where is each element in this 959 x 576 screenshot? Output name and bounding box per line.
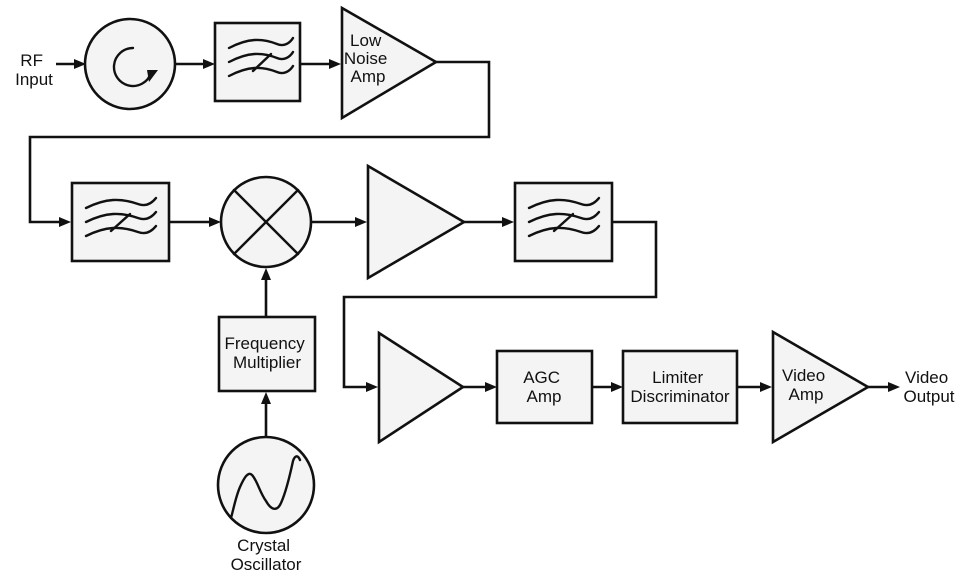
if-amplifier: [366, 163, 467, 281]
sine-wave-icon: [229, 455, 302, 520]
wire-filter1-to-lna: [300, 59, 341, 69]
bandpass-filter-icon: [227, 36, 295, 78]
frequency-multiplier: Frequency Multiplier: [217, 315, 317, 393]
agc-amp: AGC Amp: [495, 349, 594, 425]
frequency-multiplier-label: Frequency Multiplier: [224, 334, 309, 372]
wire-oscillator-to-multiplier: [261, 392, 271, 437]
circulator-block: [83, 17, 177, 111]
mixer-icon: [232, 188, 300, 256]
amplifier-triangle-icon: [340, 5, 439, 121]
wire-amp-to-agc: [463, 382, 497, 392]
wire-filter2-to-mixer: [169, 217, 221, 227]
wire-mixer-to-if-amp: [311, 217, 367, 227]
video-amp: Video Amp: [771, 329, 871, 445]
rf-input-label: RF Input: [15, 51, 53, 89]
wire-limiter-to-video-amp: [737, 382, 772, 392]
amplifier-triangle-icon: [771, 329, 871, 445]
video-amp-label: Video Amp: [782, 366, 830, 404]
wire-video-amp-to-output: [868, 382, 900, 392]
limiter-discriminator: Limiter Discriminator: [621, 349, 739, 425]
post-filter-amplifier: [377, 330, 466, 445]
wire-circulator-to-filter: [175, 59, 215, 69]
wire-lna-to-filter2: [28, 60, 491, 227]
bandpass-filter-2: [70, 181, 171, 263]
limiter-discriminator-label: Limiter Discriminator: [630, 368, 730, 406]
agc-amp-label: AGC Amp: [523, 368, 565, 406]
bandpass-filter-icon: [84, 196, 158, 238]
low-noise-amp-label: Low Noise Amp: [344, 31, 392, 86]
circulator-icon: [112, 46, 158, 88]
bandpass-filter-1: [213, 21, 302, 103]
wire-multiplier-to-mixer: [261, 268, 271, 317]
low-noise-amp: Low Noise Amp: [340, 5, 439, 121]
video-output-label: Video Output: [903, 368, 954, 406]
bandpass-filter-icon: [527, 196, 601, 238]
wire-agc-to-limiter: [592, 382, 623, 392]
crystal-oscillator: [216, 435, 316, 535]
wire-rf-to-circulator: [56, 59, 86, 69]
mixer-block: [219, 175, 313, 269]
wire-if-amp-to-filter3: [464, 217, 514, 227]
wire-filter3-to-amp: [342, 220, 658, 392]
bandpass-filter-3: [513, 181, 614, 263]
crystal-oscillator-label: Crystal Oscillator: [231, 536, 302, 574]
